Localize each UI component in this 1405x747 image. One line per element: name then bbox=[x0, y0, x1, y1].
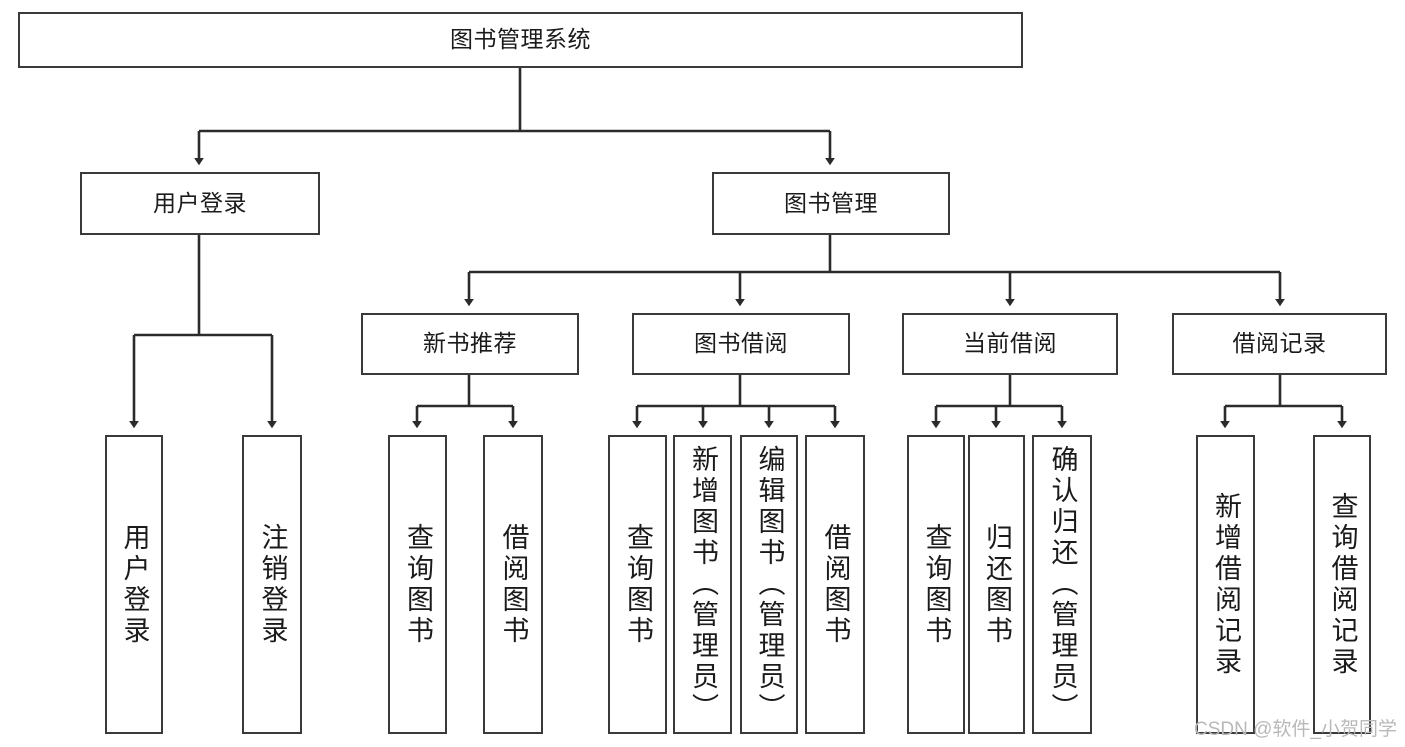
node-user-login[interactable]: 用户登录 bbox=[80, 172, 320, 235]
node-leaf-return-book-label: 归还图书 bbox=[982, 522, 1012, 647]
node-leaf-edit-book-label: 编辑图书（管理员） bbox=[754, 445, 785, 724]
node-leaf-query-record[interactable]: 查询借阅记录 bbox=[1313, 435, 1371, 734]
node-leaf-add-book[interactable]: 新增图书（管理员） bbox=[673, 435, 732, 734]
node-leaf-logout-login[interactable]: 注销登录 bbox=[242, 435, 302, 734]
node-leaf-user-login[interactable]: 用户登录 bbox=[105, 435, 163, 734]
node-leaf-borrow-book-2[interactable]: 借阅图书 bbox=[805, 435, 865, 734]
node-leaf-borrow-book-1[interactable]: 借阅图书 bbox=[483, 435, 543, 734]
node-leaf-query-book-3-label: 查询图书 bbox=[921, 522, 952, 647]
node-leaf-logout-login-label: 注销登录 bbox=[257, 522, 288, 647]
node-leaf-add-record-label: 新增借阅记录 bbox=[1211, 491, 1241, 678]
node-leaf-add-record[interactable]: 新增借阅记录 bbox=[1196, 435, 1255, 734]
node-root[interactable]: 图书管理系统 bbox=[18, 12, 1023, 68]
node-borrow-record-label: 借阅记录 bbox=[1232, 330, 1327, 357]
watermark-text: CSDN @软件_小贺同学 bbox=[1194, 719, 1397, 740]
node-leaf-user-login-label: 用户登录 bbox=[119, 522, 150, 647]
node-leaf-borrow-book-2-label: 借阅图书 bbox=[820, 522, 851, 647]
node-leaf-edit-book[interactable]: 编辑图书（管理员） bbox=[740, 435, 798, 734]
node-book-manage-label: 图书管理 bbox=[784, 189, 878, 216]
node-user-login-label: 用户登录 bbox=[153, 189, 247, 216]
node-book-borrow-label: 图书借阅 bbox=[694, 330, 788, 357]
node-leaf-add-book-label: 新增图书（管理员） bbox=[688, 445, 718, 724]
node-leaf-return-book[interactable]: 归还图书 bbox=[968, 435, 1025, 734]
node-book-manage[interactable]: 图书管理 bbox=[712, 172, 950, 235]
node-leaf-confirm-return[interactable]: 确认归还（管理员） bbox=[1032, 435, 1092, 734]
node-leaf-query-book-3[interactable]: 查询图书 bbox=[907, 435, 965, 734]
node-new-book-recommend[interactable]: 新书推荐 bbox=[361, 313, 579, 375]
node-current-borrow-label: 当前借阅 bbox=[963, 330, 1057, 357]
node-root-label: 图书管理系统 bbox=[450, 26, 591, 53]
node-book-borrow[interactable]: 图书借阅 bbox=[632, 313, 850, 375]
node-leaf-borrow-book-1-label: 借阅图书 bbox=[498, 522, 529, 647]
node-leaf-query-book-1-label: 查询图书 bbox=[403, 522, 433, 647]
node-leaf-query-book-2-label: 查询图书 bbox=[623, 522, 653, 647]
node-borrow-record[interactable]: 借阅记录 bbox=[1172, 313, 1387, 375]
node-leaf-query-record-label: 查询借阅记录 bbox=[1327, 491, 1358, 678]
node-new-book-recommend-label: 新书推荐 bbox=[423, 330, 517, 357]
node-leaf-query-book-1[interactable]: 查询图书 bbox=[388, 435, 447, 734]
node-leaf-confirm-return-label: 确认归还（管理员） bbox=[1047, 445, 1078, 724]
node-current-borrow[interactable]: 当前借阅 bbox=[902, 313, 1118, 375]
node-leaf-query-book-2[interactable]: 查询图书 bbox=[608, 435, 667, 734]
